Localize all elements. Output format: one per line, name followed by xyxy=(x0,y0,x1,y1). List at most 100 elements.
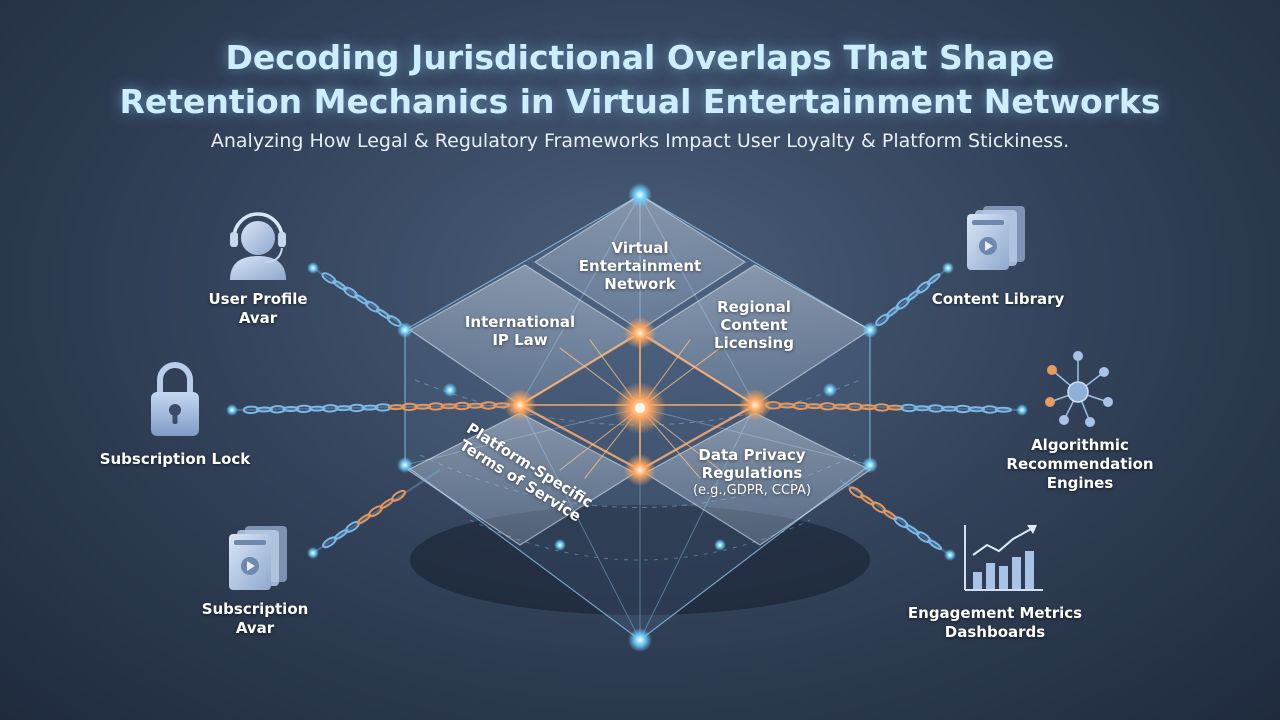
chain-link xyxy=(940,405,958,412)
chain-link xyxy=(375,308,391,320)
international-ip-line-1: International xyxy=(464,313,576,331)
chain-link xyxy=(875,313,890,327)
chain-link xyxy=(819,402,837,411)
recommendation-line-3: Engines xyxy=(1046,474,1114,492)
international-ip-line-2: IP Law xyxy=(492,331,548,349)
chain-link xyxy=(379,497,395,510)
chain-link xyxy=(453,401,471,411)
glow-nodes xyxy=(226,183,1028,652)
data-privacy-line-1: Data Privacy xyxy=(698,446,806,464)
chain-link xyxy=(282,405,300,413)
chain-link xyxy=(255,406,273,413)
chain-left-mid xyxy=(231,401,521,415)
chain-link xyxy=(778,402,796,409)
chain-link xyxy=(895,297,911,310)
bar-chart-icon xyxy=(964,525,1043,591)
title-line-2: Retention Mechanics in Virtual Entertain… xyxy=(119,82,1161,121)
chain-link xyxy=(295,404,313,414)
chain-link xyxy=(927,404,945,413)
chain-link xyxy=(401,402,418,412)
chain-link xyxy=(995,406,1012,413)
node-label-user-profile: User Profile Avar xyxy=(178,290,338,328)
chain-link xyxy=(440,403,458,410)
chain-link xyxy=(321,404,339,413)
chain-right-bottom xyxy=(839,479,951,556)
chain-link xyxy=(906,289,921,302)
chain-link xyxy=(916,531,932,544)
chain-link xyxy=(361,404,379,411)
chain-link xyxy=(427,402,445,411)
chain-right-mid xyxy=(754,401,1023,414)
recommendation-line-2: Recommendation xyxy=(1006,455,1154,473)
chain-link xyxy=(269,405,287,414)
chain-link xyxy=(859,404,877,411)
subscription-avar-line-2: Avar xyxy=(235,619,275,637)
chain-link xyxy=(333,528,349,541)
node-label-subscription-lock: Subscription Lock xyxy=(85,450,265,469)
user-profile-line-1: User Profile xyxy=(208,290,308,308)
chain-link xyxy=(904,524,920,536)
chain-link xyxy=(871,501,887,514)
chain-link xyxy=(321,272,337,285)
engagement-line-1: Engagement Metrics xyxy=(907,604,1083,622)
chain-link xyxy=(354,294,369,305)
headset-user-icon xyxy=(230,212,286,280)
recommendation-line-1: Algorithmic xyxy=(1031,436,1129,454)
chain-link xyxy=(926,273,941,286)
zone-tiles xyxy=(406,194,872,546)
chain-link xyxy=(480,401,498,410)
node-label-subscription-avar: Subscription Avar xyxy=(175,600,335,638)
chain-link xyxy=(364,300,380,313)
chain-link xyxy=(308,405,326,412)
chain-link xyxy=(893,516,909,529)
chain-link xyxy=(882,509,898,521)
chain-link xyxy=(387,404,405,411)
chain-link xyxy=(885,305,900,318)
chain-link xyxy=(832,403,850,410)
chain-link xyxy=(954,404,972,414)
chain-link xyxy=(848,486,864,499)
regional-licensing-line-3: Licensing xyxy=(714,334,794,352)
zone-label-network: Virtual Entertainment Network xyxy=(560,239,720,293)
chain-link xyxy=(846,402,864,412)
chain-link xyxy=(335,405,352,412)
tile-data-privacy xyxy=(643,412,872,546)
padlock-icon xyxy=(151,362,199,436)
chain-link xyxy=(356,513,372,525)
chain-link xyxy=(981,405,999,414)
title-line-1: Decoding Jurisdictional Overlaps That Sh… xyxy=(225,38,1055,77)
node-label-recommendation: Algorithmic Recommendation Engines xyxy=(985,436,1175,493)
chain-link xyxy=(900,403,918,413)
regional-licensing-line-1: Regional xyxy=(717,298,791,316)
chain-link xyxy=(873,403,891,412)
chain-right-top xyxy=(869,267,949,331)
regional-licensing-line-2: Content xyxy=(720,316,788,334)
network-label-line-2: Entertainment xyxy=(578,257,702,275)
chain-link xyxy=(913,405,931,412)
chain-link xyxy=(391,489,406,502)
chain-link xyxy=(343,286,359,299)
chain-left-bottom xyxy=(312,469,441,554)
content-library-line-1: Content Library xyxy=(931,290,1065,308)
user-profile-line-2: Avar xyxy=(238,309,278,327)
data-privacy-line-3: (e.g.,GDPR, CCPA) xyxy=(692,483,812,498)
tile-platform-tos xyxy=(406,412,637,546)
chain-link xyxy=(916,281,931,294)
network-label-line-1: Virtual xyxy=(611,239,669,257)
chain-link xyxy=(792,401,810,411)
media-cards-icon xyxy=(967,206,1025,270)
data-privacy-line-2: Regulations xyxy=(701,464,803,482)
subscription-avar-line-1: Subscription xyxy=(201,600,309,618)
network-hub-icon xyxy=(1045,351,1113,427)
media-cards-icon xyxy=(229,526,287,590)
chain-link xyxy=(348,403,366,413)
chain-link xyxy=(374,403,392,412)
zone-label-data-privacy: Data Privacy Regulations (e.g.,GDPR, CCP… xyxy=(672,446,832,500)
chain-link xyxy=(466,402,484,409)
subtitle: Analyzing How Legal & Regulatory Framewo… xyxy=(210,130,1070,152)
subscription-lock-line-1: Subscription Lock xyxy=(99,450,251,468)
node-label-engagement: Engagement Metrics Dashboards xyxy=(890,604,1100,642)
zone-label-regional-licensing: Regional Content Licensing xyxy=(674,298,834,352)
node-label-content-library: Content Library xyxy=(913,290,1083,309)
